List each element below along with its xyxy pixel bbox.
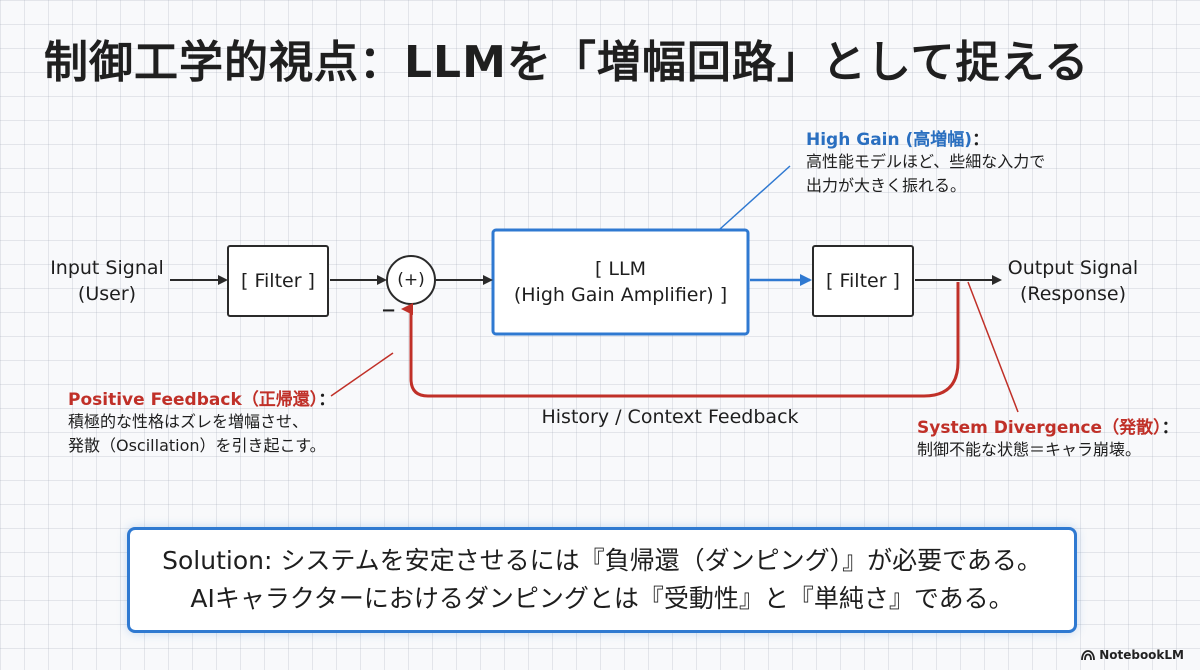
positive-feedback-leader: [330, 352, 394, 397]
divergence-heading: System Divergence（発散）: [917, 418, 1162, 438]
filter2-label: [ Filter ]: [826, 270, 900, 292]
llm-label: [ LLM (High Gain Amplifier) ]: [513, 258, 728, 306]
high-gain-leader: [719, 165, 791, 230]
divergence-line-1: 制御不能な状態＝キャラ崩壊。: [917, 440, 1142, 459]
divergence-annotation: System Divergence（発散）： 制御不能な状態＝キャラ崩壊。: [917, 413, 1187, 462]
divergence-leader: [967, 281, 1019, 413]
llm-block: [491, 228, 750, 336]
filter1-block: [227, 245, 329, 317]
high-gain-line-1: 高性能モデルほど、些細な入力で: [806, 152, 1046, 171]
high-gain-annotation: High Gain (高増幅)： 高性能モデルほど、些細な入力で 出力が大きく振…: [806, 125, 1146, 198]
solution-line-1: Solution: システムを安定させるには『負帰還（ダンピング）』が必要である…: [162, 546, 1042, 575]
solution-line-2: AIキャラクターにおけるダンピングとは『受動性』と『単純さ』である。: [190, 584, 1014, 613]
notebooklm-icon: [1081, 650, 1096, 661]
filter2-block: [812, 245, 914, 317]
positive-feedback-annotation: Positive Feedback（正帰還）： 積極的な性格はズレを増幅させ、 …: [68, 385, 398, 458]
brand-logo: NotebookLM: [1081, 648, 1184, 662]
page-title: 制御工学的視点：LLMを「増幅回路」として捉える: [44, 37, 1090, 88]
positive-feedback-line-1: 積極的な性格はズレを増幅させ、: [68, 412, 309, 431]
summing-junction-label: (+): [397, 270, 425, 290]
minus-sign: −: [381, 300, 397, 321]
high-gain-line-2: 出力が大きく振れる。: [806, 176, 967, 195]
feedback-label: History / Context Feedback: [541, 406, 799, 428]
solution-box: Solution: システムを安定させるには『負帰還（ダンピング）』が必要である…: [127, 527, 1077, 633]
input-signal-label: Input Signal (User): [50, 257, 164, 305]
feedback-loop-path: [401, 282, 960, 398]
positive-feedback-line-2: 発散（Oscillation）を引き起こす。: [68, 436, 326, 455]
high-gain-heading: High Gain (高増幅): [806, 130, 973, 150]
filter1-label: [ Filter ]: [241, 270, 315, 292]
output-signal-label: Output Signal (Response): [1007, 257, 1139, 305]
positive-feedback-heading: Positive Feedback（正帰還）: [68, 390, 319, 410]
brand-name: NotebookLM: [1099, 648, 1184, 662]
